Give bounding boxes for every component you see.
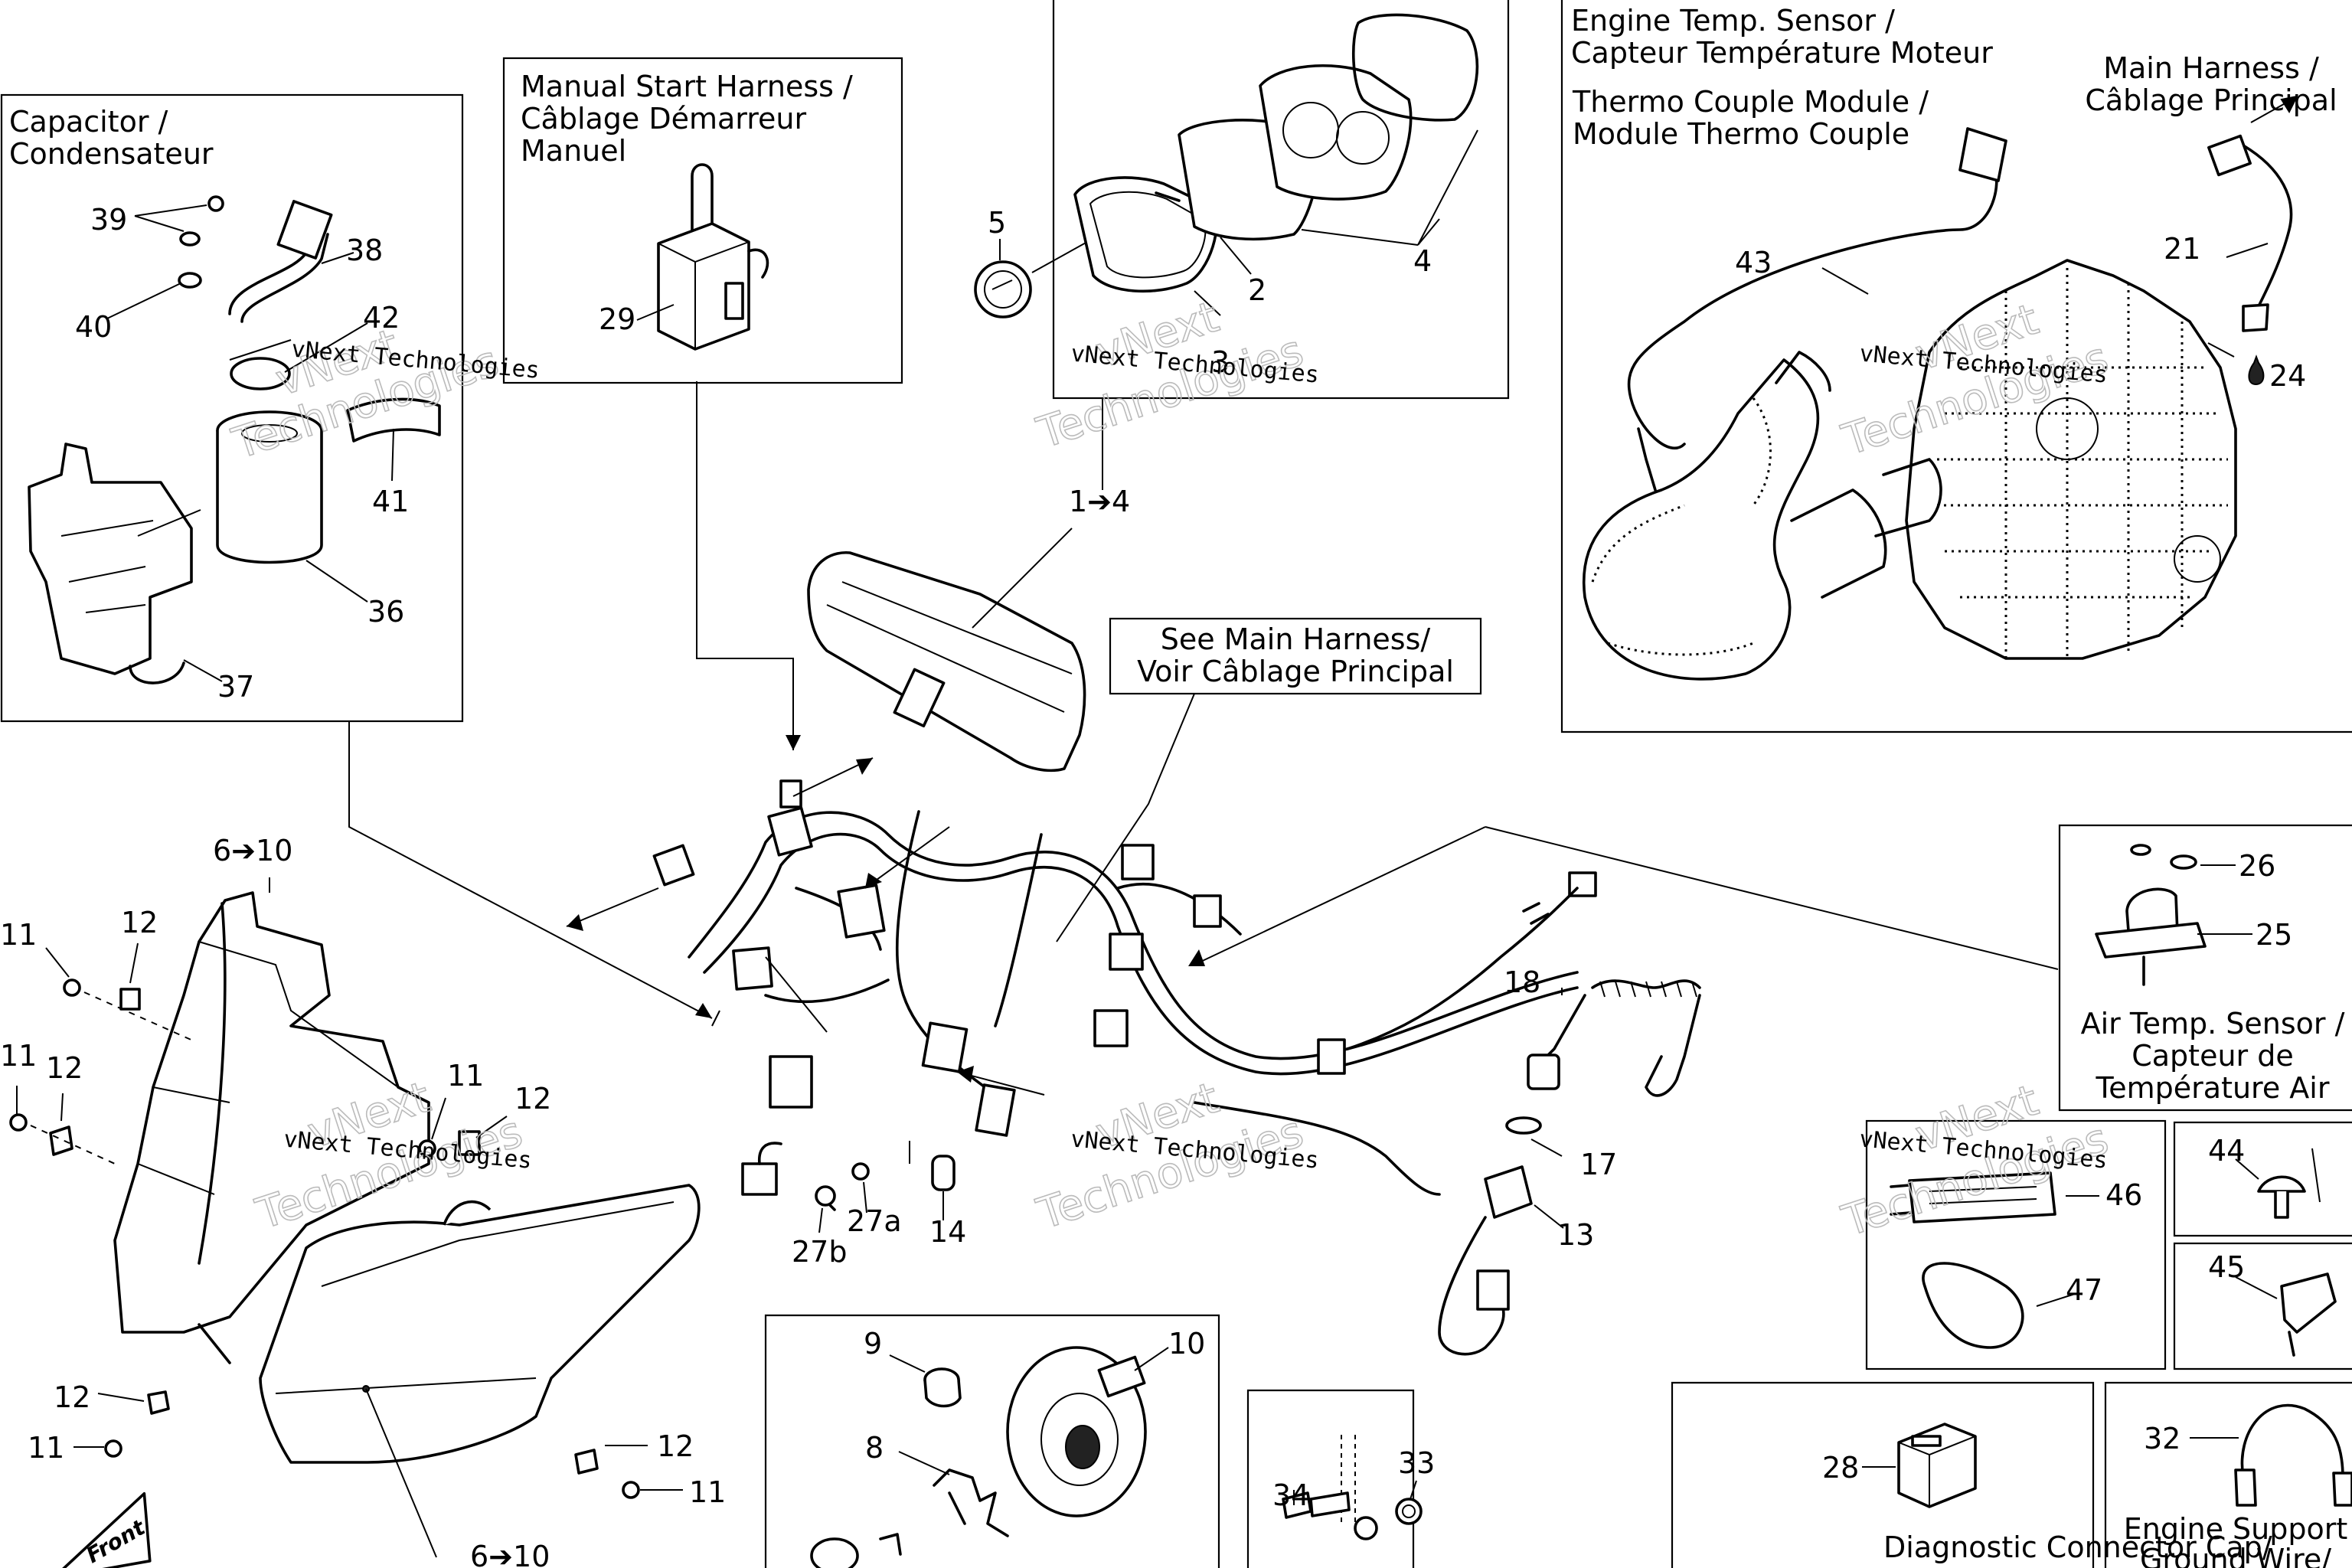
callout-33: 33 [1398, 1446, 1435, 1480]
callout-12-c: 12 [514, 1082, 551, 1116]
main-harness-title-line2: Câblage Principal [2085, 83, 2337, 117]
clip-box [2173, 1242, 2352, 1370]
manual-start-connector [636, 163, 769, 351]
callout-32: 32 [2144, 1422, 2180, 1455]
callout-11-b: 11 [0, 1039, 37, 1073]
callout-39: 39 [90, 203, 127, 237]
engine-support-title-line1: Engine Support [2124, 1512, 2348, 1546]
see-main-harness-box [1109, 617, 1482, 695]
manual-start-title-line3: Manuel [521, 134, 626, 168]
engine-temp-title-line2: Capteur Température Moteur [1571, 36, 1993, 70]
ground-screw-box [1246, 1389, 1415, 1568]
callout-6-10-bottom: 6➔10 [470, 1540, 550, 1568]
callout-25: 25 [2256, 918, 2292, 952]
callout-11-a: 11 [0, 918, 37, 952]
air-temp-title-line2: Capteur de [2132, 1039, 2294, 1073]
thermo-title-line2: Module Thermo Couple [1573, 117, 1909, 151]
engine-support-ground-wire [2190, 1403, 2352, 1507]
main-harness [348, 381, 2059, 1233]
rivet-box [2173, 1121, 2352, 1237]
callout-36: 36 [368, 595, 404, 629]
engine-assembly [1582, 95, 2298, 681]
manual-start-title-line2: Câblage Démarreur [521, 102, 807, 136]
gauge-box [1052, 0, 1510, 400]
callout-11-e: 11 [689, 1475, 726, 1509]
callout-8: 8 [865, 1431, 884, 1465]
callout-12-e: 12 [657, 1429, 694, 1463]
diagnostic-title-line1: Diagnostic Connector Cap/ [1883, 1530, 2272, 1564]
gauge-parts [974, 13, 1479, 490]
manual-start-harness-box [502, 57, 903, 384]
see-main-harness-line1: See Main Harness/ [1161, 622, 1431, 656]
air-temp-sensor-box [2058, 824, 2352, 1112]
callout-24: 24 [2269, 359, 2306, 393]
callout-45: 45 [2208, 1250, 2245, 1284]
engine-box [1560, 0, 2352, 733]
capacitor-title-line1: Capacitor / [9, 105, 168, 139]
watermarks: vNext Technologies vNext Technologies vN… [226, 292, 2115, 1247]
engine-support-title-line2: Ground Wire/ [2140, 1543, 2331, 1568]
callout-12-d: 12 [54, 1380, 90, 1414]
callout-42: 42 [363, 301, 400, 335]
callout-29: 29 [599, 302, 635, 336]
thermo-title-line1: Thermo Couple Module / [1572, 85, 1929, 119]
grease-and-tie [1890, 1171, 2099, 1349]
callout-27b: 27b [792, 1235, 847, 1269]
rivet-and-clip [2235, 1148, 2337, 1357]
diagnostic-connector-box [1671, 1381, 2095, 1568]
callout-34: 34 [1272, 1478, 1309, 1512]
callout-43: 43 [1735, 246, 1772, 279]
capacitor-title-line2: Condensateur [9, 137, 214, 171]
callout-12-a: 12 [121, 906, 158, 939]
callout-2: 2 [1248, 273, 1266, 307]
callout-38: 38 [346, 234, 383, 267]
grease-box [1865, 1119, 2167, 1370]
callout-46: 46 [2105, 1178, 2142, 1212]
diagnostic-connector-cap [1862, 1423, 1977, 1508]
capacitor-parts [28, 195, 441, 684]
callout-1-4: 1➔4 [1069, 485, 1130, 518]
ground-screw-parts [1282, 1435, 1423, 1540]
callout-47: 47 [2066, 1273, 2102, 1307]
see-main-harness-line2: Voir Câblage Principal [1137, 655, 1454, 688]
front-arrow [51, 1491, 152, 1568]
callout-17: 17 [1580, 1148, 1617, 1181]
callout-11-d: 11 [28, 1431, 64, 1465]
headlamp-lens [259, 1184, 701, 1558]
headlamp-bulb-box [764, 1314, 1220, 1568]
callout-3: 3 [1211, 345, 1230, 379]
callout-10: 10 [1168, 1327, 1205, 1361]
air-temp-sensor [2095, 844, 2252, 986]
callout-18: 18 [1504, 965, 1540, 999]
callout-5: 5 [988, 206, 1006, 240]
headlamp-housing [9, 877, 508, 1458]
callout-28: 28 [1822, 1451, 1859, 1485]
air-temp-title-line1: Air Temp. Sensor / [2081, 1007, 2345, 1040]
capacitor-box [0, 93, 464, 723]
callout-44: 44 [2208, 1134, 2245, 1168]
manual-start-title-line1: Manual Start Harness / [521, 70, 853, 103]
callout-9: 9 [864, 1327, 882, 1361]
callout-6-10-top: 6➔10 [213, 834, 292, 867]
callout-12-b: 12 [46, 1051, 83, 1085]
callout-37: 37 [217, 670, 254, 704]
callout-40: 40 [75, 310, 112, 344]
callout-11-c: 11 [447, 1059, 484, 1093]
callout-4: 4 [1413, 244, 1432, 278]
callout-26: 26 [2239, 849, 2275, 883]
callout-27a: 27a [847, 1204, 902, 1238]
engine-temp-title-line1: Engine Temp. Sensor / [1571, 4, 1895, 38]
callout-14: 14 [929, 1215, 966, 1249]
air-temp-title-line3: Température Air [2096, 1071, 2330, 1105]
headlamp-bulb-parts [810, 1346, 1169, 1568]
safety-lanyard [1438, 979, 1701, 1356]
main-harness-title-line1: Main Harness / [2103, 51, 2319, 85]
engine-support-box [2104, 1381, 2352, 1568]
callout-41: 41 [372, 485, 409, 518]
callout-13: 13 [1557, 1218, 1594, 1252]
callout-21: 21 [2164, 232, 2200, 266]
